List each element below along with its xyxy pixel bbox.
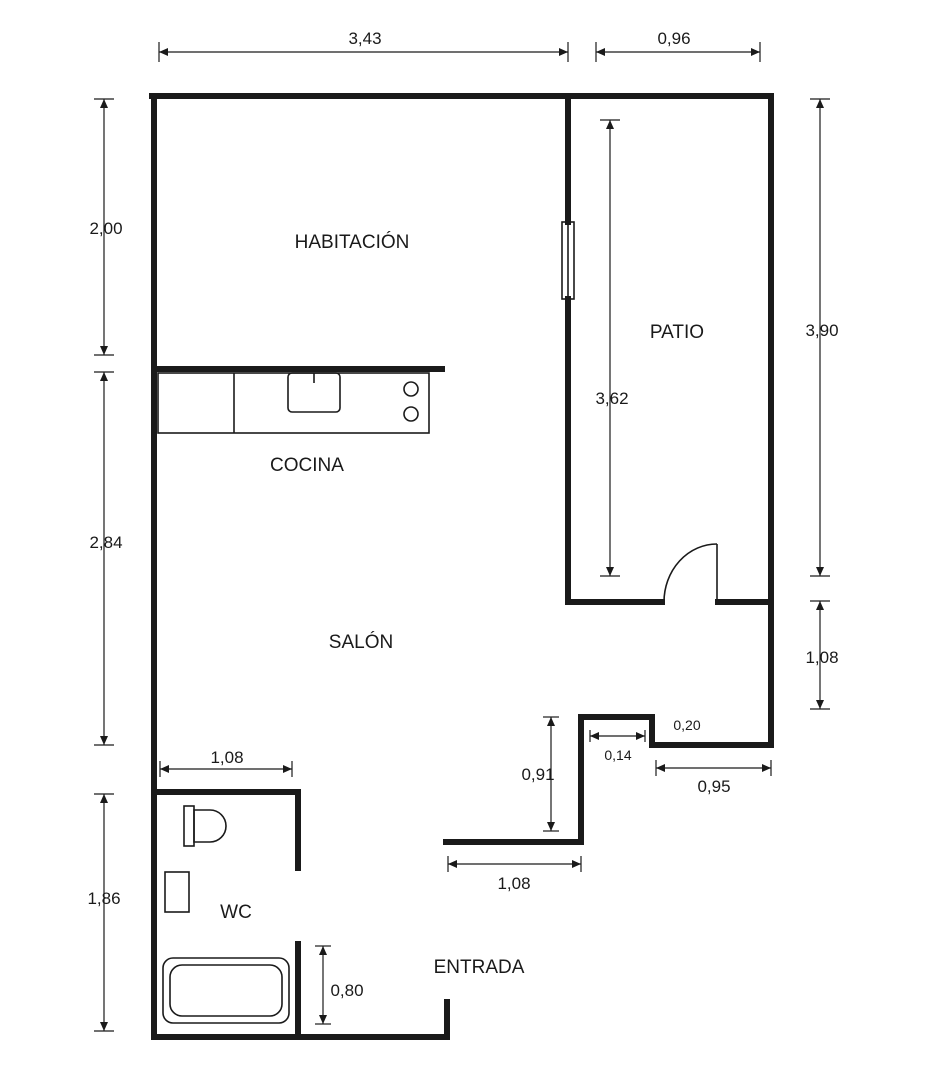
- room-habitacion: HABITACIÓN: [295, 231, 410, 253]
- dim-step-height: 0,91: [521, 765, 554, 784]
- dim-wc-width: 1,08: [210, 748, 243, 767]
- walls: [149, 93, 774, 1040]
- dim-bottom-right: 0,95: [697, 777, 730, 796]
- dim-left-wc-arrow: [100, 1022, 108, 1031]
- dim-wc-width-arrow: [283, 765, 292, 773]
- toilet-bowl: [193, 809, 227, 843]
- wc-fixtures: [162, 805, 290, 1024]
- dim-left-salon-arrow: [100, 372, 108, 381]
- dim-entrance-step-arrow: [572, 860, 581, 868]
- dim-step-small-arrow: [636, 732, 645, 740]
- dim-step-height-arrow: [547, 717, 555, 726]
- dim-patio-inner: 3,62: [595, 389, 628, 408]
- dim-step-small: 0,14: [604, 747, 631, 763]
- room-wc: WC: [220, 902, 252, 923]
- dim-left-habitacion: 2,00: [89, 219, 122, 238]
- room-salon: SALÓN: [329, 631, 393, 653]
- dim-top-patio-arrow: [596, 48, 605, 56]
- room-patio: PATIO: [650, 322, 704, 343]
- dim-top-main-arrow: [159, 48, 168, 56]
- dimension-labels: 3,43 0,96 2,00 2,84 1,86 3,62 3,90 1,08 …: [87, 29, 838, 1000]
- bathtub-inner: [169, 964, 283, 1017]
- dim-entrance-step: 1,08: [497, 874, 530, 893]
- dim-left-wc: 1,86: [87, 889, 120, 908]
- dim-right-lower-arrow: [816, 700, 824, 709]
- bathtub-outer: [162, 957, 290, 1024]
- toilet-tank: [183, 805, 195, 847]
- dim-right-patio-arrow: [816, 567, 824, 576]
- dim-left-habitacion-arrow: [100, 99, 108, 108]
- room-entrada: ENTRADA: [434, 957, 525, 978]
- wall-wc-top: [151, 789, 301, 871]
- wall-step: [443, 714, 774, 845]
- room-cocina: COCINA: [270, 455, 344, 476]
- burner: [403, 406, 419, 422]
- dim-step-right: 0,20: [673, 717, 700, 733]
- dim-top-patio: 0,96: [657, 29, 690, 48]
- dim-entrance-door: 0,80: [330, 981, 363, 1000]
- dim-right-patio-arrow: [816, 99, 824, 108]
- window: [561, 221, 575, 300]
- dim-left-salon: 2,84: [89, 533, 122, 552]
- dim-patio-inner-arrow: [606, 120, 614, 129]
- dim-wc-width-arrow: [160, 765, 169, 773]
- dim-step-height-arrow: [547, 822, 555, 831]
- dim-right-lower: 1,08: [805, 648, 838, 667]
- dim-bottom-right-arrow: [762, 764, 771, 772]
- burner: [403, 381, 419, 397]
- wall-bottom: [151, 999, 450, 1040]
- dim-top-patio-arrow: [751, 48, 760, 56]
- dim-right-lower-arrow: [816, 601, 824, 610]
- dim-left-salon-arrow: [100, 736, 108, 745]
- washbasin: [164, 871, 190, 913]
- dim-entrance-door-arrow: [319, 1015, 327, 1024]
- dim-entrance-door-arrow: [319, 946, 327, 955]
- patio-door: [663, 543, 718, 603]
- dim-step-small-arrow: [590, 732, 599, 740]
- dim-top-main: 3,43: [348, 29, 381, 48]
- dim-left-habitacion-arrow: [100, 346, 108, 355]
- kitchen-counter: [157, 372, 430, 434]
- dim-left-wc-arrow: [100, 794, 108, 803]
- dim-bottom-right-arrow: [656, 764, 665, 772]
- dim-patio-inner-arrow: [606, 567, 614, 576]
- dim-top-main-arrow: [559, 48, 568, 56]
- dim-entrance-step-arrow: [448, 860, 457, 868]
- room-labels: HABITACIÓN PATIO COCINA SALÓN WC ENTRADA: [220, 231, 704, 978]
- dimension-lines: [94, 42, 830, 1032]
- dim-right-patio: 3,90: [805, 321, 838, 340]
